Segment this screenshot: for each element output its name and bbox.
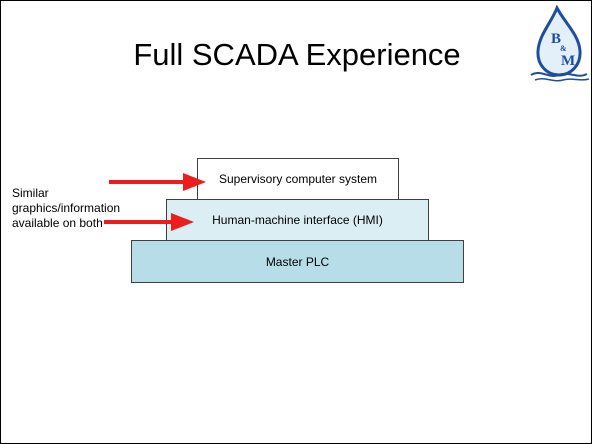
annotation-line-3: available on both — [12, 216, 103, 230]
master-plc-box: Master PLC — [131, 240, 464, 283]
supervisory-computer-box: Supervisory computer system — [197, 158, 399, 200]
annotation-text: Similar graphics/information available o… — [12, 186, 182, 231]
logo-letter-b: B — [551, 31, 561, 47]
annotation-line-1: Similar — [12, 186, 49, 200]
annotation-line-2: graphics/information — [12, 201, 121, 215]
hmi-label: Human-machine interface (HMI) — [212, 213, 383, 227]
master-plc-label: Master PLC — [265, 254, 330, 269]
supervisory-computer-label: Supervisory computer system — [218, 172, 378, 186]
slide-title: Full SCADA Experience — [133, 37, 461, 72]
bm-water-drop-logo-icon: B & M — [530, 5, 590, 82]
hmi-box: Human-machine interface (HMI) — [166, 199, 429, 241]
logo-ampersand: & — [560, 44, 567, 53]
logo-letter-m: M — [561, 53, 575, 69]
